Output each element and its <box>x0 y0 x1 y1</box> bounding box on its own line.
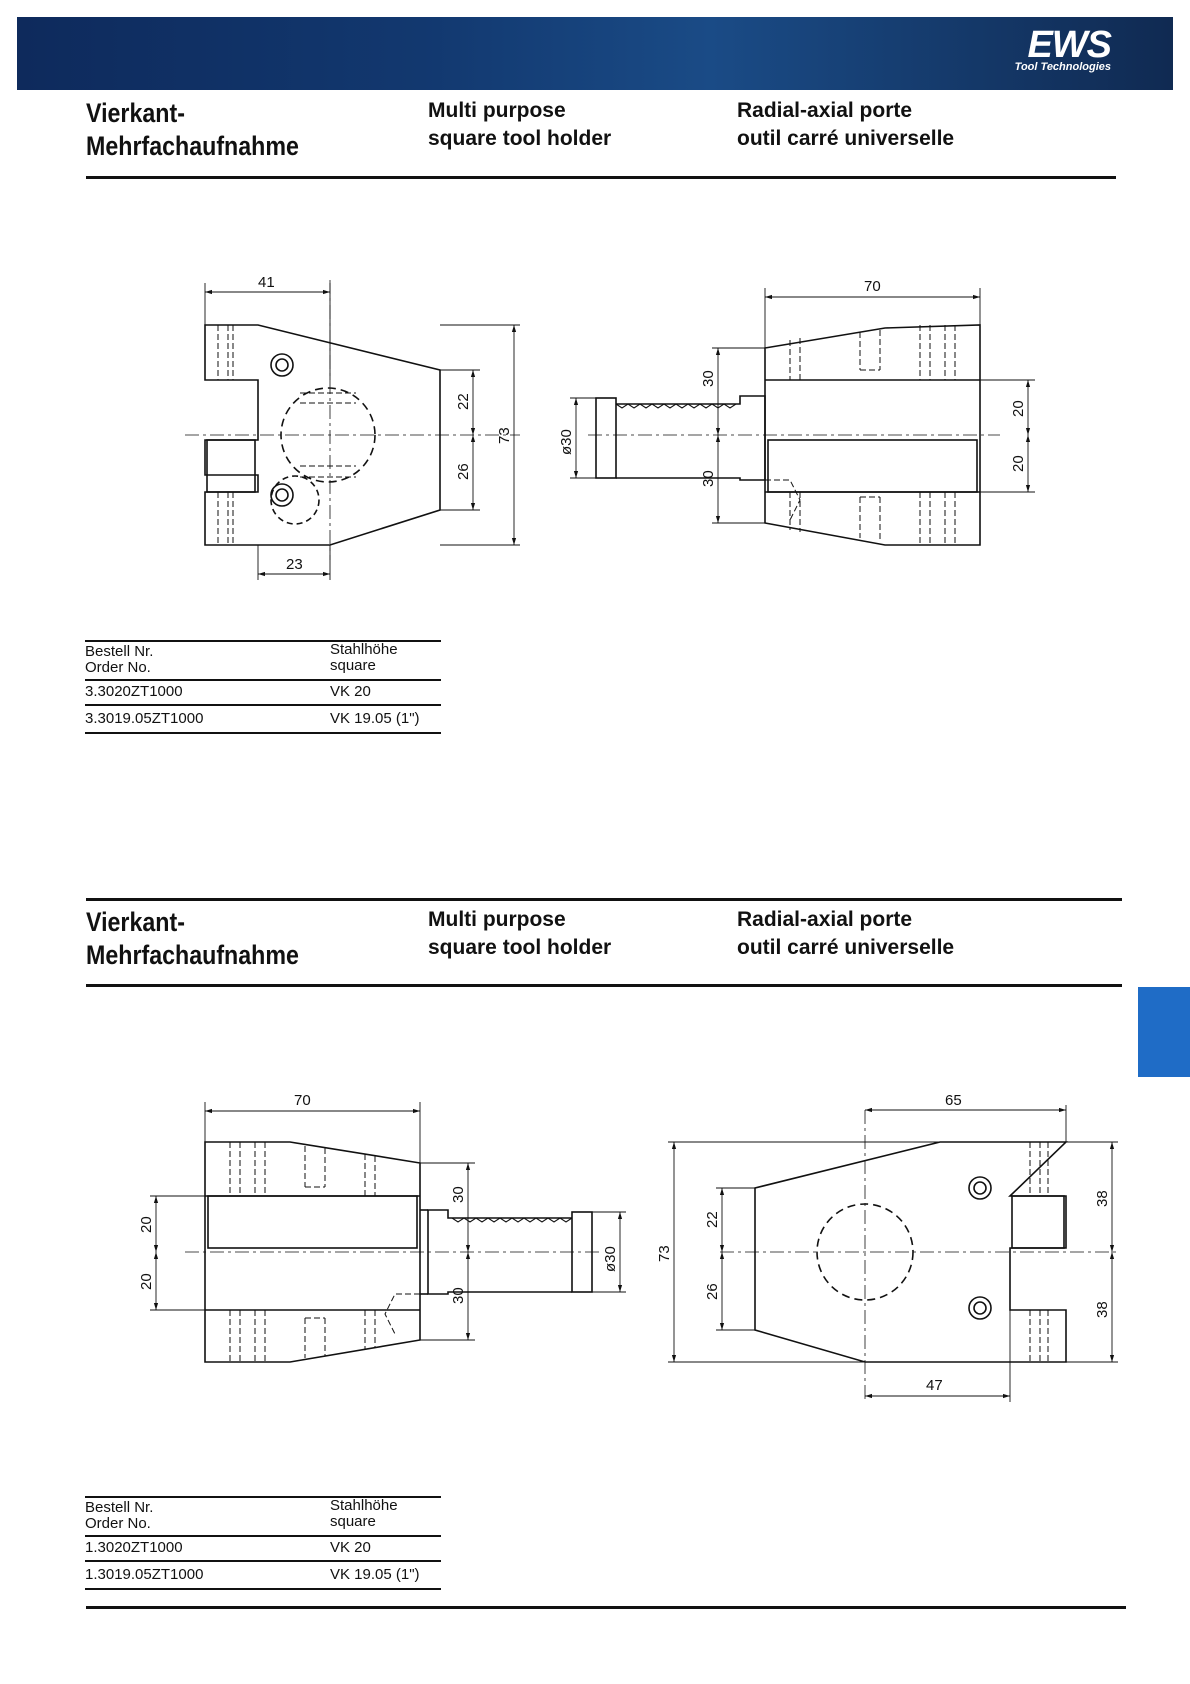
table-row[interactable]: 3.3020ZT1000 VK 20 <box>85 683 441 703</box>
order-number: 1.3020ZT1000 <box>85 1539 183 1556</box>
header-square-en: square <box>330 1513 376 1530</box>
dim-73: 73 <box>656 1245 673 1262</box>
ews-logo: EWS Tool Technologies <box>1014 24 1112 73</box>
title-english-line1: Multi purpose <box>428 99 566 122</box>
section-2-rule <box>86 984 1122 987</box>
logo-tagline: Tool Technologies <box>1014 61 1111 73</box>
title-french-line1: Radial-axial porte <box>737 908 913 931</box>
header-banner: EWS Tool Technologies <box>17 17 1173 90</box>
header-square: Stahlhöhe square <box>330 642 398 674</box>
dim-20-top: 20 <box>1010 400 1027 417</box>
dim-26: 26 <box>455 463 472 480</box>
drawing-2-side-view <box>150 1102 626 1363</box>
header-order-en: Order No. <box>85 659 151 676</box>
title-french-line2: outil carré universelle <box>737 127 955 150</box>
square-size: VK 20 <box>330 683 371 700</box>
dim-47: 47 <box>926 1377 943 1394</box>
dim-30-bottom: 30 <box>700 470 717 487</box>
order-table-2: Bestell Nr. Order No. Stahlhöhe square 1… <box>85 1496 441 1596</box>
table-row[interactable]: 1.3020ZT1000 VK 20 <box>85 1539 441 1559</box>
title-german-line2: Mehrfachaufnahme <box>86 131 299 161</box>
table-header: Bestell Nr. Order No. Stahlhöhe square <box>85 642 441 678</box>
chapter-tab[interactable] <box>1138 987 1190 1077</box>
title-german: Vierkant- Mehrfachaufnahme <box>86 906 299 972</box>
section-1-header: Vierkant- Mehrfachaufnahme Multi purpose… <box>86 97 1130 177</box>
dim-30-bottom: 30 <box>450 1287 467 1304</box>
dim-22: 22 <box>704 1211 721 1228</box>
square-size: VK 19.05 (1") <box>330 710 420 727</box>
dim-41: 41 <box>258 274 275 291</box>
drawing-1-front-view <box>185 280 520 580</box>
order-number: 1.3019.05ZT1000 <box>85 1566 204 1583</box>
header-square-de: Stahlhöhe <box>330 641 398 658</box>
logo-mark: EWS <box>1027 24 1112 66</box>
dim-70: 70 <box>294 1092 311 1109</box>
dim-38-bottom: 38 <box>1094 1301 1111 1318</box>
drawing-2-labels: 70 20 20 30 30 ø30 65 73 22 26 38 38 47 <box>138 1092 1111 1394</box>
header-order-no: Bestell Nr. Order No. <box>85 644 153 676</box>
table-rule <box>85 732 441 734</box>
drawing-1-labels: 41 23 22 26 73 70 30 30 ø30 20 20 <box>258 274 1027 573</box>
section-2-header: Vierkant- Mehrfachaufnahme Multi purpose… <box>86 906 1130 986</box>
drawing-2-front-view <box>668 1105 1120 1402</box>
dim-38-top: 38 <box>1094 1190 1111 1207</box>
table-row[interactable]: 3.3019.05ZT1000 VK 19.05 (1") <box>85 710 441 730</box>
dim-20-top: 20 <box>138 1216 155 1233</box>
header-order-de: Bestell Nr. <box>85 643 154 660</box>
dim-diameter-30: ø30 <box>558 429 575 455</box>
table-header: Bestell Nr. Order No. Stahlhöhe square <box>85 1498 441 1534</box>
title-english: Multi purpose square tool holder <box>428 906 611 962</box>
dim-20-bottom: 20 <box>138 1273 155 1290</box>
order-table-1: Bestell Nr. Order No. Stahlhöhe square 3… <box>85 640 441 740</box>
title-english-line2: square tool holder <box>428 127 612 150</box>
table-rule <box>85 1560 441 1562</box>
title-french: Radial-axial porte outil carré universel… <box>737 97 954 153</box>
table-rule <box>85 704 441 706</box>
header-order-en: Order No. <box>85 1515 151 1532</box>
order-number: 3.3020ZT1000 <box>85 683 183 700</box>
table-rule <box>85 1496 441 1498</box>
dim-73: 73 <box>496 427 513 444</box>
header-order-no: Bestell Nr. Order No. <box>85 1500 153 1532</box>
title-german-line2: Mehrfachaufnahme <box>86 940 299 970</box>
title-english: Multi purpose square tool holder <box>428 97 611 153</box>
table-rule <box>85 679 441 681</box>
section-2-top-rule <box>86 898 1122 901</box>
title-french-line2: outil carré universelle <box>737 936 955 959</box>
table-rule <box>85 640 441 642</box>
dim-65: 65 <box>945 1092 962 1109</box>
order-number: 3.3019.05ZT1000 <box>85 710 204 727</box>
title-german: Vierkant- Mehrfachaufnahme <box>86 97 299 163</box>
dim-diameter-30: ø30 <box>602 1246 619 1272</box>
header-order-de: Bestell Nr. <box>85 1499 154 1516</box>
dim-30-top: 30 <box>450 1186 467 1203</box>
section-1-rule <box>86 176 1116 179</box>
header-square-de: Stahlhöhe <box>330 1497 398 1514</box>
table-row[interactable]: 1.3019.05ZT1000 VK 19.05 (1") <box>85 1566 441 1586</box>
dim-22: 22 <box>455 393 472 410</box>
header-square-en: square <box>330 657 376 674</box>
dim-20-bottom: 20 <box>1010 455 1027 472</box>
title-german-line1: Vierkant- <box>86 98 185 128</box>
table-rule <box>85 1588 441 1590</box>
dim-26: 26 <box>704 1283 721 1300</box>
dim-23: 23 <box>286 556 303 573</box>
drawing-1-side-view <box>570 288 1035 546</box>
header-square: Stahlhöhe square <box>330 1498 398 1530</box>
title-french: Radial-axial porte outil carré universel… <box>737 906 954 962</box>
title-english-line2: square tool holder <box>428 936 612 959</box>
dim-30-top: 30 <box>700 370 717 387</box>
title-english-line1: Multi purpose <box>428 908 566 931</box>
title-french-line1: Radial-axial porte <box>737 99 913 122</box>
dim-70: 70 <box>864 278 881 295</box>
page-bottom-rule <box>86 1606 1126 1609</box>
title-german-line1: Vierkant- <box>86 907 185 937</box>
square-size: VK 20 <box>330 1539 371 1556</box>
table-rule <box>85 1535 441 1537</box>
square-size: VK 19.05 (1") <box>330 1566 420 1583</box>
